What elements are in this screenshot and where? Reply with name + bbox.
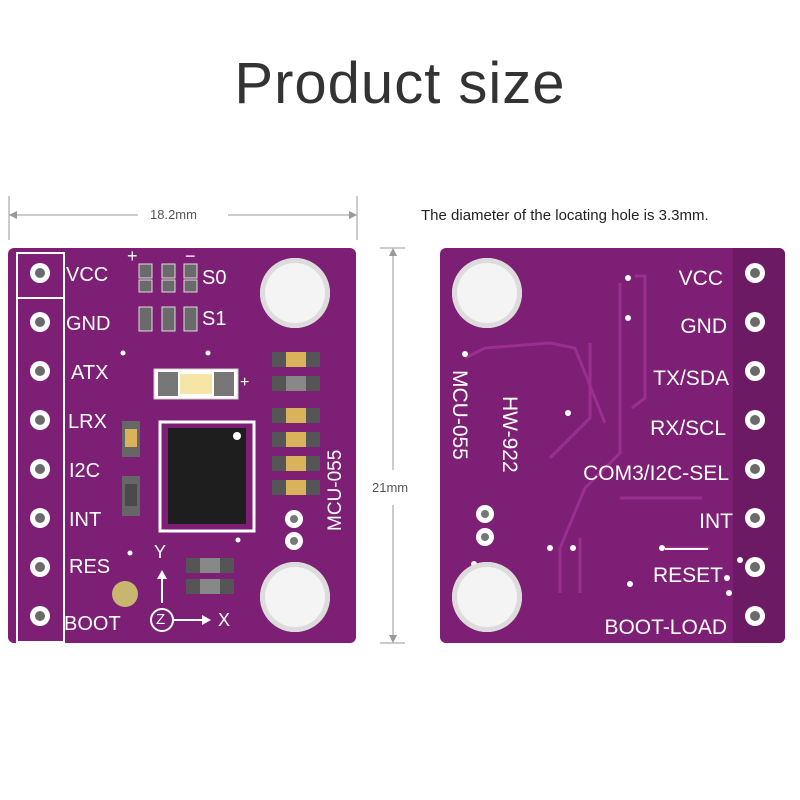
front-pin-int	[30, 508, 50, 528]
pcb-back: VCC GND TX/SDA RX/SCL COM3/I2C-SEL INT R…	[440, 248, 785, 643]
back-pin-gnd	[745, 312, 765, 332]
front-pin-label: VCC	[66, 264, 109, 286]
back-pin-vcc	[745, 263, 765, 283]
page-title: Product size	[234, 51, 566, 116]
front-pin-i2c	[30, 459, 50, 479]
back-pin-label: VCC	[678, 267, 723, 290]
back-board-id-label: HW-922	[498, 396, 521, 473]
front-pin-label: I2C	[69, 460, 101, 482]
axis-y-label: Y	[154, 542, 167, 562]
back-pin-com3	[745, 459, 765, 479]
axis-x-label: X	[218, 610, 231, 630]
back-pin-label: BOOT-LOAD	[604, 616, 727, 639]
back-pin-rx-scl	[745, 410, 765, 430]
back-pin-label: TX/SDA	[653, 367, 729, 390]
back-pin-int	[745, 508, 765, 528]
crystal-plus-mark: +	[240, 374, 250, 391]
front-model-label: MCU-055	[325, 449, 346, 531]
back-pin-tx-sda	[745, 361, 765, 381]
front-pin-label: ATX	[71, 362, 109, 384]
front-pin-atx	[30, 361, 50, 381]
jumper-label-s1: S1	[202, 308, 227, 330]
back-pin-label: INT	[699, 510, 733, 533]
front-pin-gnd	[30, 312, 50, 332]
plus-mark: +	[127, 248, 138, 266]
front-pin-res	[30, 557, 50, 577]
back-model-label: MCU-055	[448, 370, 471, 460]
front-pin-label: BOOT	[64, 613, 121, 635]
front-pin-label: LRX	[68, 411, 107, 433]
back-pin-reset	[745, 557, 765, 577]
pcb-front-components	[16, 252, 320, 643]
front-locating-hole-bottom	[260, 562, 330, 632]
back-locating-hole-top	[452, 258, 522, 328]
jumper-label-s0: S0	[202, 267, 227, 289]
front-pin-label: RES	[69, 556, 111, 578]
front-locating-hole-top	[260, 258, 330, 328]
back-pin-label: GND	[680, 315, 727, 338]
front-pin-label: INT	[69, 509, 102, 531]
back-locating-hole-bottom	[452, 562, 522, 632]
front-pin-lrx	[30, 410, 50, 430]
minus-mark: −	[185, 248, 196, 266]
locating-hole-note: The diameter of the locating hole is 3.3…	[421, 207, 709, 224]
axis-z-label: Z	[156, 611, 166, 628]
front-pin-label: GND	[66, 313, 111, 335]
front-pin-vcc	[30, 263, 50, 283]
width-dimension-label: 18.2mm	[150, 207, 197, 222]
back-pin-label: COM3/I2C-SEL	[583, 462, 729, 485]
back-pin-label: RX/SCL	[650, 417, 726, 440]
front-pin-boot	[30, 606, 50, 626]
height-dimension-label: 21mm	[372, 480, 409, 495]
back-pin-boot-load	[745, 606, 765, 626]
back-pin-label: RESET	[652, 564, 723, 587]
pcb-front: VCC GND ATX LRX I2C INT RES BOOT S0 S1 +…	[8, 248, 356, 643]
